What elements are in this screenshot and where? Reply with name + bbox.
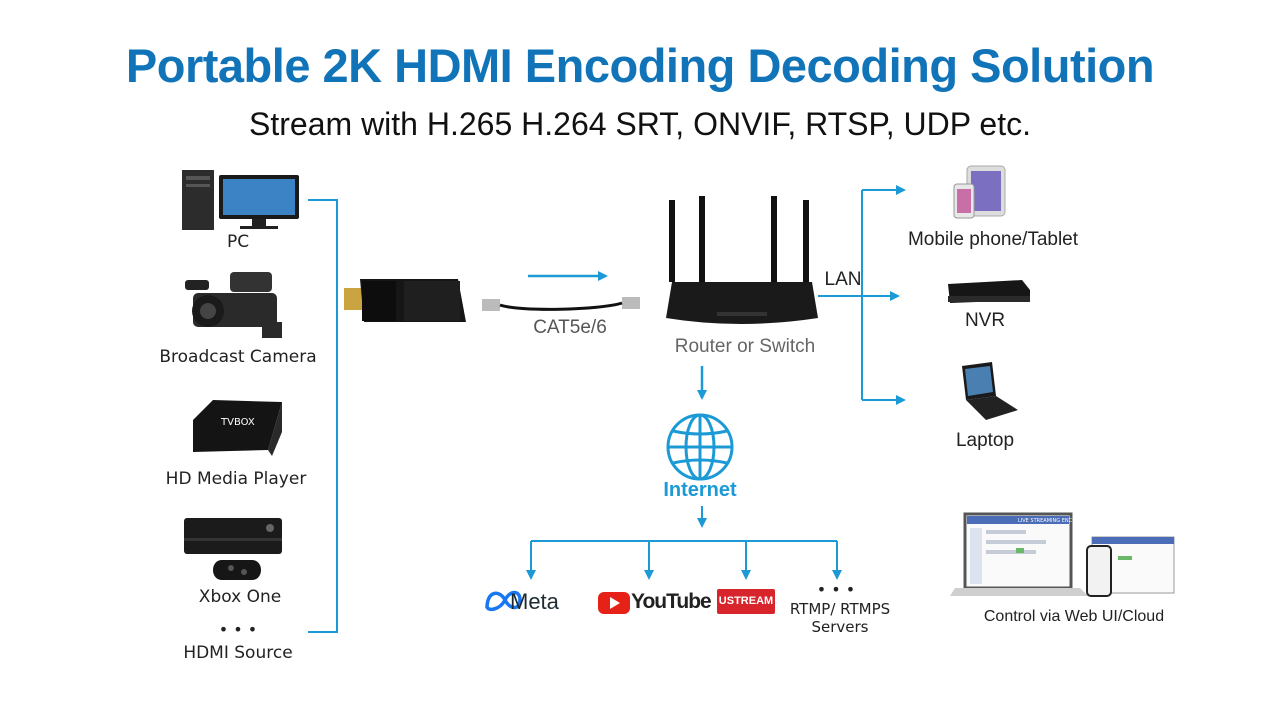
source-dots: • • • [218, 620, 258, 639]
tablet-phone-icon [953, 165, 1006, 219]
lan-label-mobile-tablet: Mobile phone/Tablet [907, 229, 1079, 250]
source-label-xbox: Xbox One [198, 587, 282, 607]
source-bracket [308, 199, 338, 633]
rtmp-dots: • • • [816, 580, 856, 599]
ustream-text: USTREAM [718, 595, 774, 607]
page-subtitle: Stream with H.265 H.264 SRT, ONVIF, RTSP… [249, 106, 1031, 142]
internet-label: Internet [663, 479, 737, 501]
web-ui-screen-title: LIVE STREAMING ENCODER [1018, 518, 1087, 524]
broadcast-camera-icon [185, 272, 282, 338]
source-label-pc: PC [226, 232, 250, 252]
xbox-icon [184, 518, 282, 580]
rtmp-servers-label: Servers [811, 618, 869, 636]
lan-distribution [818, 185, 906, 405]
source-label-broadcast-camera: Broadcast Camera [159, 347, 317, 367]
web-ui-screens-icon [950, 512, 1175, 597]
cable-label: CAT5e/6 [533, 317, 607, 338]
meta-logo [485, 590, 522, 612]
page-title: Portable 2K HDMI Encoding Decoding Solut… [125, 39, 1155, 92]
router-label: Router or Switch [674, 336, 816, 357]
laptop-icon [962, 362, 1018, 420]
pc-icon [182, 170, 299, 230]
router-icon [666, 196, 818, 324]
youtube-text: YouTube [631, 590, 712, 613]
web-ui-label: Control via Web UI/Cloud [983, 608, 1165, 625]
ustream-logo [717, 589, 775, 614]
tvbox-text: TVBOX [220, 417, 255, 428]
ethernet-cable [482, 297, 640, 311]
source-label-media-player: HD Media Player [165, 469, 307, 489]
meta-text: Meta [510, 589, 559, 614]
nvr-icon [948, 280, 1030, 303]
lan-label-nvr: NVR [964, 310, 1006, 331]
media-player-icon: TVBOX [193, 400, 282, 456]
lan-label: LAN [824, 269, 862, 290]
youtube-logo [598, 592, 630, 614]
lan-label-laptop: Laptop [955, 430, 1015, 451]
rtmp-label: RTMP/ RTMPS [789, 600, 891, 618]
source-label-hdmi: HDMI Source [183, 643, 293, 663]
internet-distribution [526, 506, 842, 580]
hdmi-encoder-device [344, 279, 466, 322]
globe-icon [666, 413, 734, 481]
